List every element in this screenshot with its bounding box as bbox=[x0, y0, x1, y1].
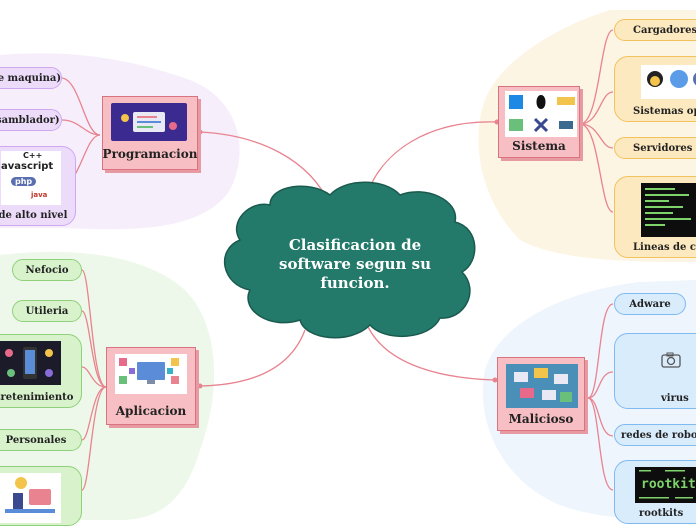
personal-apps-image bbox=[0, 473, 61, 523]
aplicacion-item-image-card[interactable] bbox=[0, 466, 82, 526]
programacion-node[interactable]: Programacion bbox=[102, 96, 198, 170]
programacion-item-ensamblador[interactable]: ensamblador) bbox=[0, 109, 62, 131]
malicioso-node[interactable]: Malicioso bbox=[497, 357, 585, 431]
rootkit-image: rootkit bbox=[635, 467, 696, 503]
languages-logo-image: C++ avascript php java bbox=[1, 151, 61, 205]
malicioso-label: Malicioso bbox=[508, 412, 574, 426]
aplicacion-item-nefocio[interactable]: Nefocio bbox=[12, 259, 82, 281]
sistema-item-cargadores[interactable]: Cargadores de p bbox=[614, 19, 696, 41]
malicioso-item-rootkits[interactable]: rootkit rootkits bbox=[614, 460, 696, 524]
sistema-node[interactable]: Sistema bbox=[498, 86, 580, 158]
sistema-item-lineas-comandos[interactable]: Lineas de coma bbox=[614, 176, 696, 258]
sistema-item-servidores[interactable]: Servidores de d bbox=[614, 137, 696, 159]
operating-systems-image bbox=[505, 91, 577, 137]
malicioso-item-adware[interactable]: Adware bbox=[614, 293, 686, 315]
programacion-item-alto-nivel[interactable]: C++ avascript php java e de alto nivel bbox=[0, 146, 76, 226]
programacion-label: Programacion bbox=[102, 147, 198, 161]
aplicacion-item-utileria[interactable]: Utileria bbox=[12, 300, 82, 322]
connector-aplicacion bbox=[199, 329, 306, 387]
os-logos-image bbox=[641, 65, 696, 99]
malicioso-item-virus[interactable]: virus bbox=[614, 333, 696, 409]
aplicacion-node[interactable]: Aplicacion bbox=[106, 347, 196, 425]
malicioso-item-redes-robots[interactable]: redes de robots bbox=[614, 424, 696, 446]
command-line-image bbox=[641, 183, 696, 237]
aplicacion-item-entretenimiento[interactable]: ntretenimiento bbox=[0, 334, 82, 408]
camera-icon bbox=[661, 352, 681, 368]
aplicacion-item-personales[interactable]: Personales bbox=[0, 429, 82, 451]
sistema-item-sistemas-operativos[interactable]: Sistemas opera bbox=[614, 56, 696, 122]
entertainment-image bbox=[0, 341, 61, 385]
sistema-label: Sistema bbox=[512, 139, 566, 153]
applications-image bbox=[115, 354, 187, 394]
programming-image bbox=[111, 103, 187, 141]
malware-image bbox=[506, 364, 578, 408]
connector-malicioso bbox=[364, 319, 496, 381]
central-topic[interactable]: Clasificacion de software segun su funci… bbox=[279, 236, 431, 292]
aplicacion-label: Aplicacion bbox=[115, 404, 187, 418]
programacion-item-maquina[interactable]: e de maquina) bbox=[0, 67, 62, 89]
